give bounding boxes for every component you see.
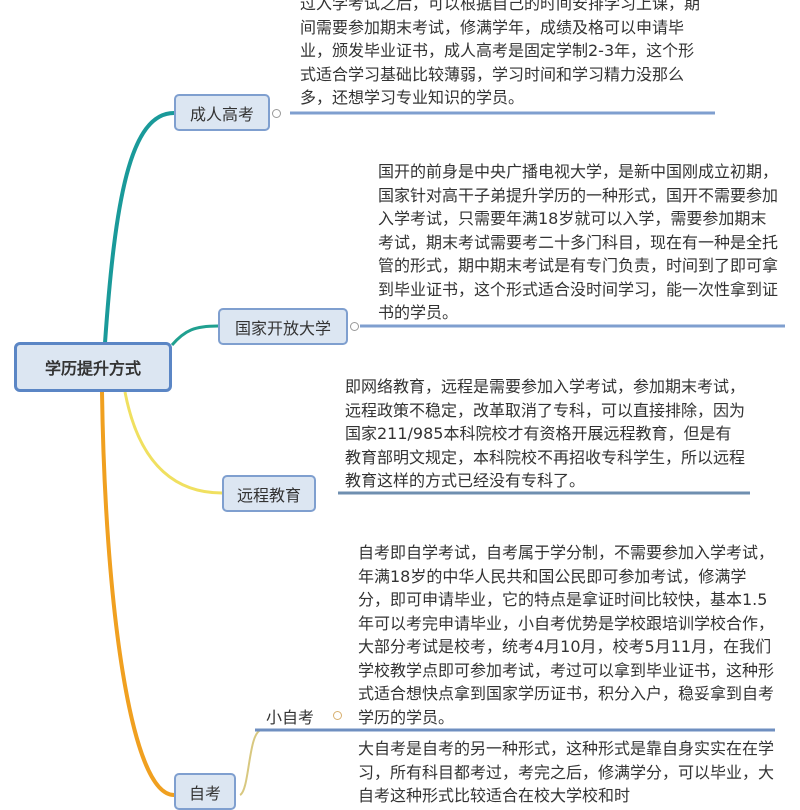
note-text: 国开的前身是中央广播电视大学，是新中国刚成立初期，国家针对高干子弟提升学历的一种… <box>378 162 779 322</box>
branch-label: 自考 <box>188 783 221 803</box>
note-text: 自考即自学考试，自考属于学分制，不需要参加入学考试，年满18岁的中华人民共和国公… <box>358 543 775 727</box>
collapse-toggle-icon[interactable] <box>272 109 281 118</box>
root-label: 学历提升方式 <box>44 359 141 378</box>
branch-label: 远程教育 <box>236 485 301 505</box>
root-node[interactable]: 学历提升方式 <box>14 342 172 392</box>
sub-node-small-self-exam[interactable]: 小自考 <box>266 708 315 727</box>
branch-node-distance-education[interactable]: 远程教育 <box>222 475 316 512</box>
branch-node-open-university[interactable]: 国家开放大学 <box>218 308 348 345</box>
branch-node-self-exam[interactable]: 自考 <box>174 773 236 810</box>
branch-label: 国家开放大学 <box>234 318 331 338</box>
note-text: 过入学考试之后，可以根据自己的时间安排学习上课，期间需要参加期末考试，修满学年，… <box>300 0 701 107</box>
branch-node-adult-exam[interactable]: 成人高考 <box>174 94 270 131</box>
note-text: 大自考是自考的另一种形式，这种形式是靠自身实实在在学习，所有科目都考过，考完之后… <box>358 739 775 805</box>
collapse-toggle-icon[interactable] <box>350 322 359 331</box>
collapse-toggle-icon[interactable] <box>333 711 342 720</box>
branch-label: 成人高考 <box>189 104 254 124</box>
note-text: 即网络教育，远程是需要参加入学考试，参加期末考试，远程政策不稳定，改革取消了专科… <box>345 377 746 490</box>
